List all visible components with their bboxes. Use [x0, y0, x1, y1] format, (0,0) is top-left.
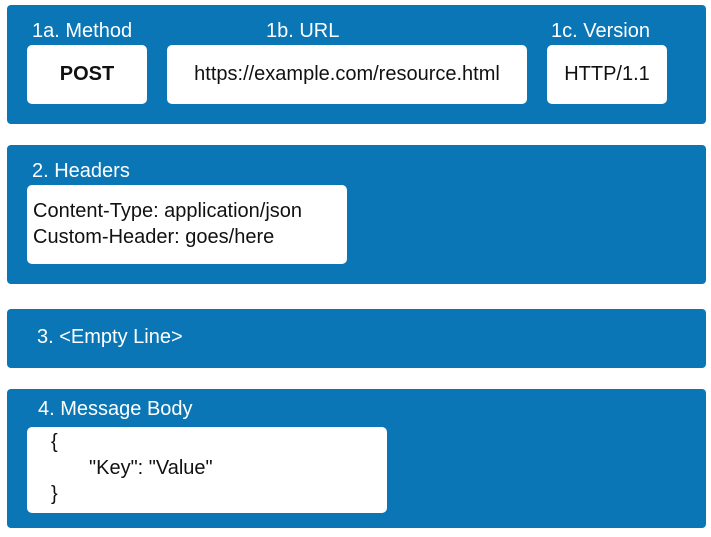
empty-line-label: 3. <Empty Line>	[37, 326, 183, 348]
method-label: 1a. Method	[32, 20, 133, 42]
version-box: HTTP/1.1	[547, 45, 667, 104]
message-body-label: 4. Message Body	[38, 398, 193, 420]
request-line-section: 1a. Method 1b. URL 1c. Version POST http…	[7, 5, 706, 124]
headers-label: 2. Headers	[32, 160, 130, 182]
headers-section: 2. Headers Content-Type: application/jso…	[7, 145, 706, 284]
version-label: 1c. Version	[551, 20, 650, 42]
url-label: 1b. URL	[266, 20, 340, 42]
header-line: Content-Type: application/json	[33, 200, 303, 222]
url-box: https://example.com/resource.html	[167, 45, 527, 104]
empty-line-section: 3. <Empty Line>	[7, 309, 706, 368]
body-line: "Key": "Value"	[89, 457, 213, 479]
message-body-section: 4. Message Body { "Key": "Value" }	[7, 389, 706, 528]
body-line: {	[51, 431, 58, 453]
header-line: Custom-Header: goes/here	[33, 226, 275, 248]
method-box: POST	[27, 45, 147, 104]
body-line: }	[51, 483, 58, 505]
message-body-box: { "Key": "Value" }	[27, 427, 387, 513]
headers-box: Content-Type: application/json Custom-He…	[27, 185, 347, 264]
